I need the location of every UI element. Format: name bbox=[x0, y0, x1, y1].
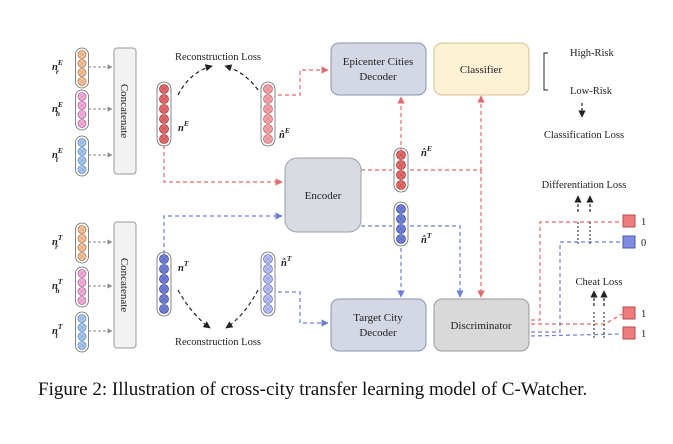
concat-box-top: Concatenate bbox=[113, 47, 137, 175]
discriminator-label: Discriminator bbox=[450, 320, 511, 332]
nE-hat-encoder-vector bbox=[393, 147, 409, 193]
recon-loss-bottom-label: Reconstruction Loss bbox=[175, 337, 261, 348]
red-flows bbox=[163, 66, 623, 325]
nT-vector bbox=[156, 251, 172, 317]
nE-hat-vector bbox=[260, 81, 276, 147]
nT-hat-encoder-vector bbox=[393, 201, 409, 247]
high-risk-label: High-Risk bbox=[570, 48, 615, 59]
epicenter-decoder-box: Epicenter Cities Decoder bbox=[330, 42, 427, 96]
differentiation-output: Differentiation Loss bbox=[542, 180, 627, 246]
nE-hat-encoder-label: n̂E bbox=[421, 144, 432, 159]
figure-caption: Figure 2: Illustration of cross-city tra… bbox=[38, 379, 588, 400]
target-decoder-box: Target City Decoder bbox=[330, 298, 427, 352]
output-square-2 bbox=[622, 235, 636, 249]
concat-label-top: Concatenate bbox=[118, 84, 130, 138]
nT-hat-vector bbox=[260, 251, 276, 317]
nE-label: nE bbox=[178, 119, 189, 134]
concat-box-bottom: Concatenate bbox=[113, 221, 137, 349]
recon-loss-top: Reconstruction Loss bbox=[175, 52, 261, 96]
output-square-1 bbox=[622, 214, 636, 228]
cheat-output: Cheat Loss bbox=[576, 277, 623, 338]
output-label-2: 0 bbox=[641, 238, 646, 249]
target-decoder-label-1: Target City bbox=[353, 312, 403, 324]
low-risk-label: Low-Risk bbox=[570, 86, 613, 97]
concat-label-bottom: Concatenate bbox=[118, 258, 130, 312]
recon-loss-top-label: Reconstruction Loss bbox=[175, 52, 261, 63]
target-decoder-label-2: Decoder bbox=[359, 327, 397, 339]
output-label-1: 1 bbox=[641, 217, 646, 228]
classifier-label: Classifier bbox=[460, 64, 502, 76]
encoder-box: Encoder bbox=[284, 157, 362, 233]
output-square-3 bbox=[622, 306, 636, 320]
output-label-4: 1 bbox=[641, 329, 646, 340]
input-vector-ntE bbox=[75, 135, 89, 177]
classification-loss-label: Classification Loss bbox=[544, 130, 624, 141]
embedding-vectors bbox=[156, 81, 409, 317]
input-vector-nrT bbox=[75, 222, 89, 264]
blue-flows bbox=[163, 212, 623, 337]
discriminator-box: Discriminator bbox=[433, 298, 530, 352]
recon-loss-bottom: Reconstruction Loss bbox=[175, 289, 261, 348]
classification-output: High-Risk Low-Risk Classification Loss bbox=[543, 48, 624, 141]
differentiation-loss-label: Differentiation Loss bbox=[542, 180, 627, 191]
nT-hat-encoder-label: n̂T bbox=[421, 231, 432, 246]
input-to-concat-arrows bbox=[88, 64, 113, 334]
classifier-box: Classifier bbox=[433, 42, 530, 96]
output-square-4 bbox=[622, 326, 636, 340]
encoder-label: Encoder bbox=[305, 190, 342, 202]
input-vector-ntT bbox=[75, 311, 89, 353]
output-label-3: 1 bbox=[641, 309, 646, 320]
nE-vector bbox=[156, 81, 172, 147]
output-squares: 1 0 1 1 bbox=[622, 214, 646, 340]
cheat-loss-label: Cheat Loss bbox=[576, 277, 623, 288]
nE-hat-label: n̂E bbox=[279, 126, 290, 141]
nT-label: nT bbox=[178, 259, 189, 274]
input-vector-nhE bbox=[75, 89, 89, 131]
epicenter-decoder-label-2: Decoder bbox=[359, 71, 397, 83]
input-vector-nrE bbox=[75, 47, 89, 89]
nT-hat-label: n̂T bbox=[281, 254, 292, 269]
input-vectors bbox=[75, 47, 89, 353]
input-vector-nhT bbox=[75, 266, 89, 308]
epicenter-decoder-label-1: Epicenter Cities bbox=[343, 56, 414, 68]
